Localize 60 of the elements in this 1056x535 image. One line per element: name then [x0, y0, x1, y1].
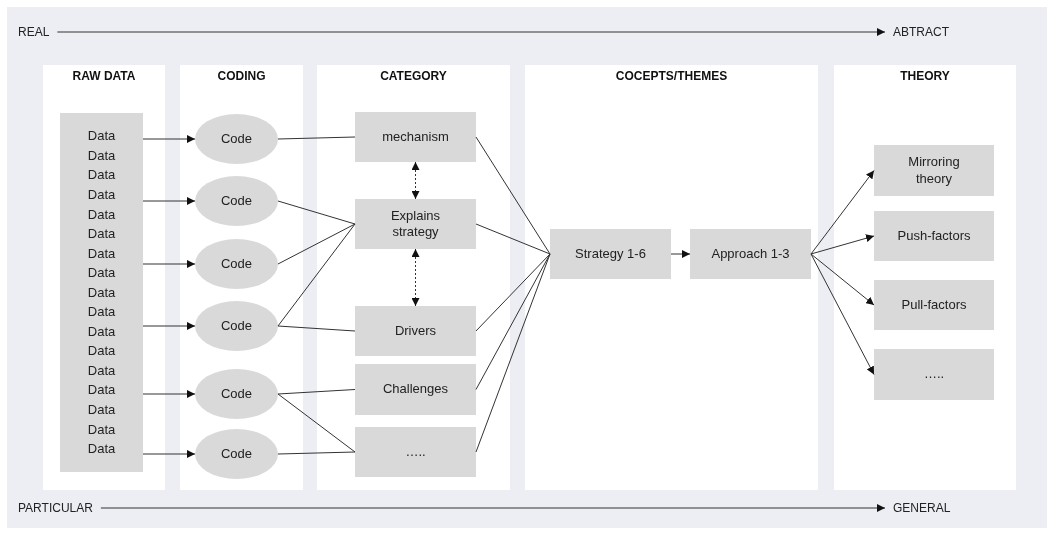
code-ellipse: Code [195, 239, 278, 289]
axis-label: REAL [18, 25, 50, 39]
connector-line [277, 451, 356, 455]
code-ellipse: Code [195, 369, 278, 419]
connector-line [475, 136, 551, 255]
category-box: Strategy 1-6 [550, 229, 671, 279]
arrow [810, 253, 875, 306]
code-ellipse: Code [195, 114, 278, 164]
category-box: ….. [874, 349, 994, 400]
arrow [411, 161, 420, 200]
category-box: Drivers [355, 306, 476, 356]
arrow [100, 504, 886, 512]
arrow [142, 390, 196, 398]
arrow [142, 260, 196, 268]
connector-line [475, 253, 551, 332]
axis-label: ABTRACT [893, 25, 949, 39]
connector-line [277, 389, 356, 395]
category-box: Explains strategy [355, 199, 476, 249]
arrow [810, 253, 875, 375]
arrow [142, 450, 196, 458]
connector-line [277, 200, 356, 225]
connector-line [475, 253, 551, 453]
category-box: Push-factors [874, 211, 994, 261]
arrow [142, 197, 196, 205]
arrow [670, 250, 691, 258]
connector-line [277, 223, 356, 265]
column-panel [180, 65, 303, 490]
column-panel [525, 65, 818, 490]
connector-line [277, 325, 356, 332]
axis-label: GENERAL [893, 501, 951, 515]
category-box: Challenges [355, 364, 476, 415]
column-heading: RAW DATA [71, 69, 137, 83]
column-panel [834, 65, 1016, 490]
column-heading: CODING [216, 69, 267, 83]
arrow [810, 170, 875, 255]
connector-line [277, 393, 356, 453]
arrow [142, 322, 196, 330]
arrow [810, 234, 875, 255]
arrow [142, 135, 196, 143]
category-box: mechanism [355, 112, 476, 162]
arrow [411, 248, 420, 307]
connector-line [277, 223, 356, 327]
arrow [56, 28, 886, 36]
column-panel [43, 65, 165, 490]
category-box: ….. [355, 427, 476, 477]
column-heading: COCEPTS/THEMES [614, 69, 729, 83]
column-panel [317, 65, 510, 490]
code-ellipse: Code [195, 176, 278, 226]
category-box: Approach 1-3 [690, 229, 811, 279]
connector-line [475, 253, 551, 390]
axis-label: PARTICULAR [18, 501, 93, 515]
category-box: Mirroring theory [874, 145, 994, 196]
data-box: Data Data Data Data Data Data Data Data Data Data Data Data Data Data Data Data Data [60, 113, 143, 472]
column-heading: CATEGORY [379, 69, 448, 83]
connector-line [277, 136, 356, 140]
code-ellipse: Code [195, 429, 278, 479]
code-ellipse: Code [195, 301, 278, 351]
column-heading: THEORY [899, 69, 951, 83]
category-box: Pull-factors [874, 280, 994, 330]
connector-line [475, 223, 551, 255]
